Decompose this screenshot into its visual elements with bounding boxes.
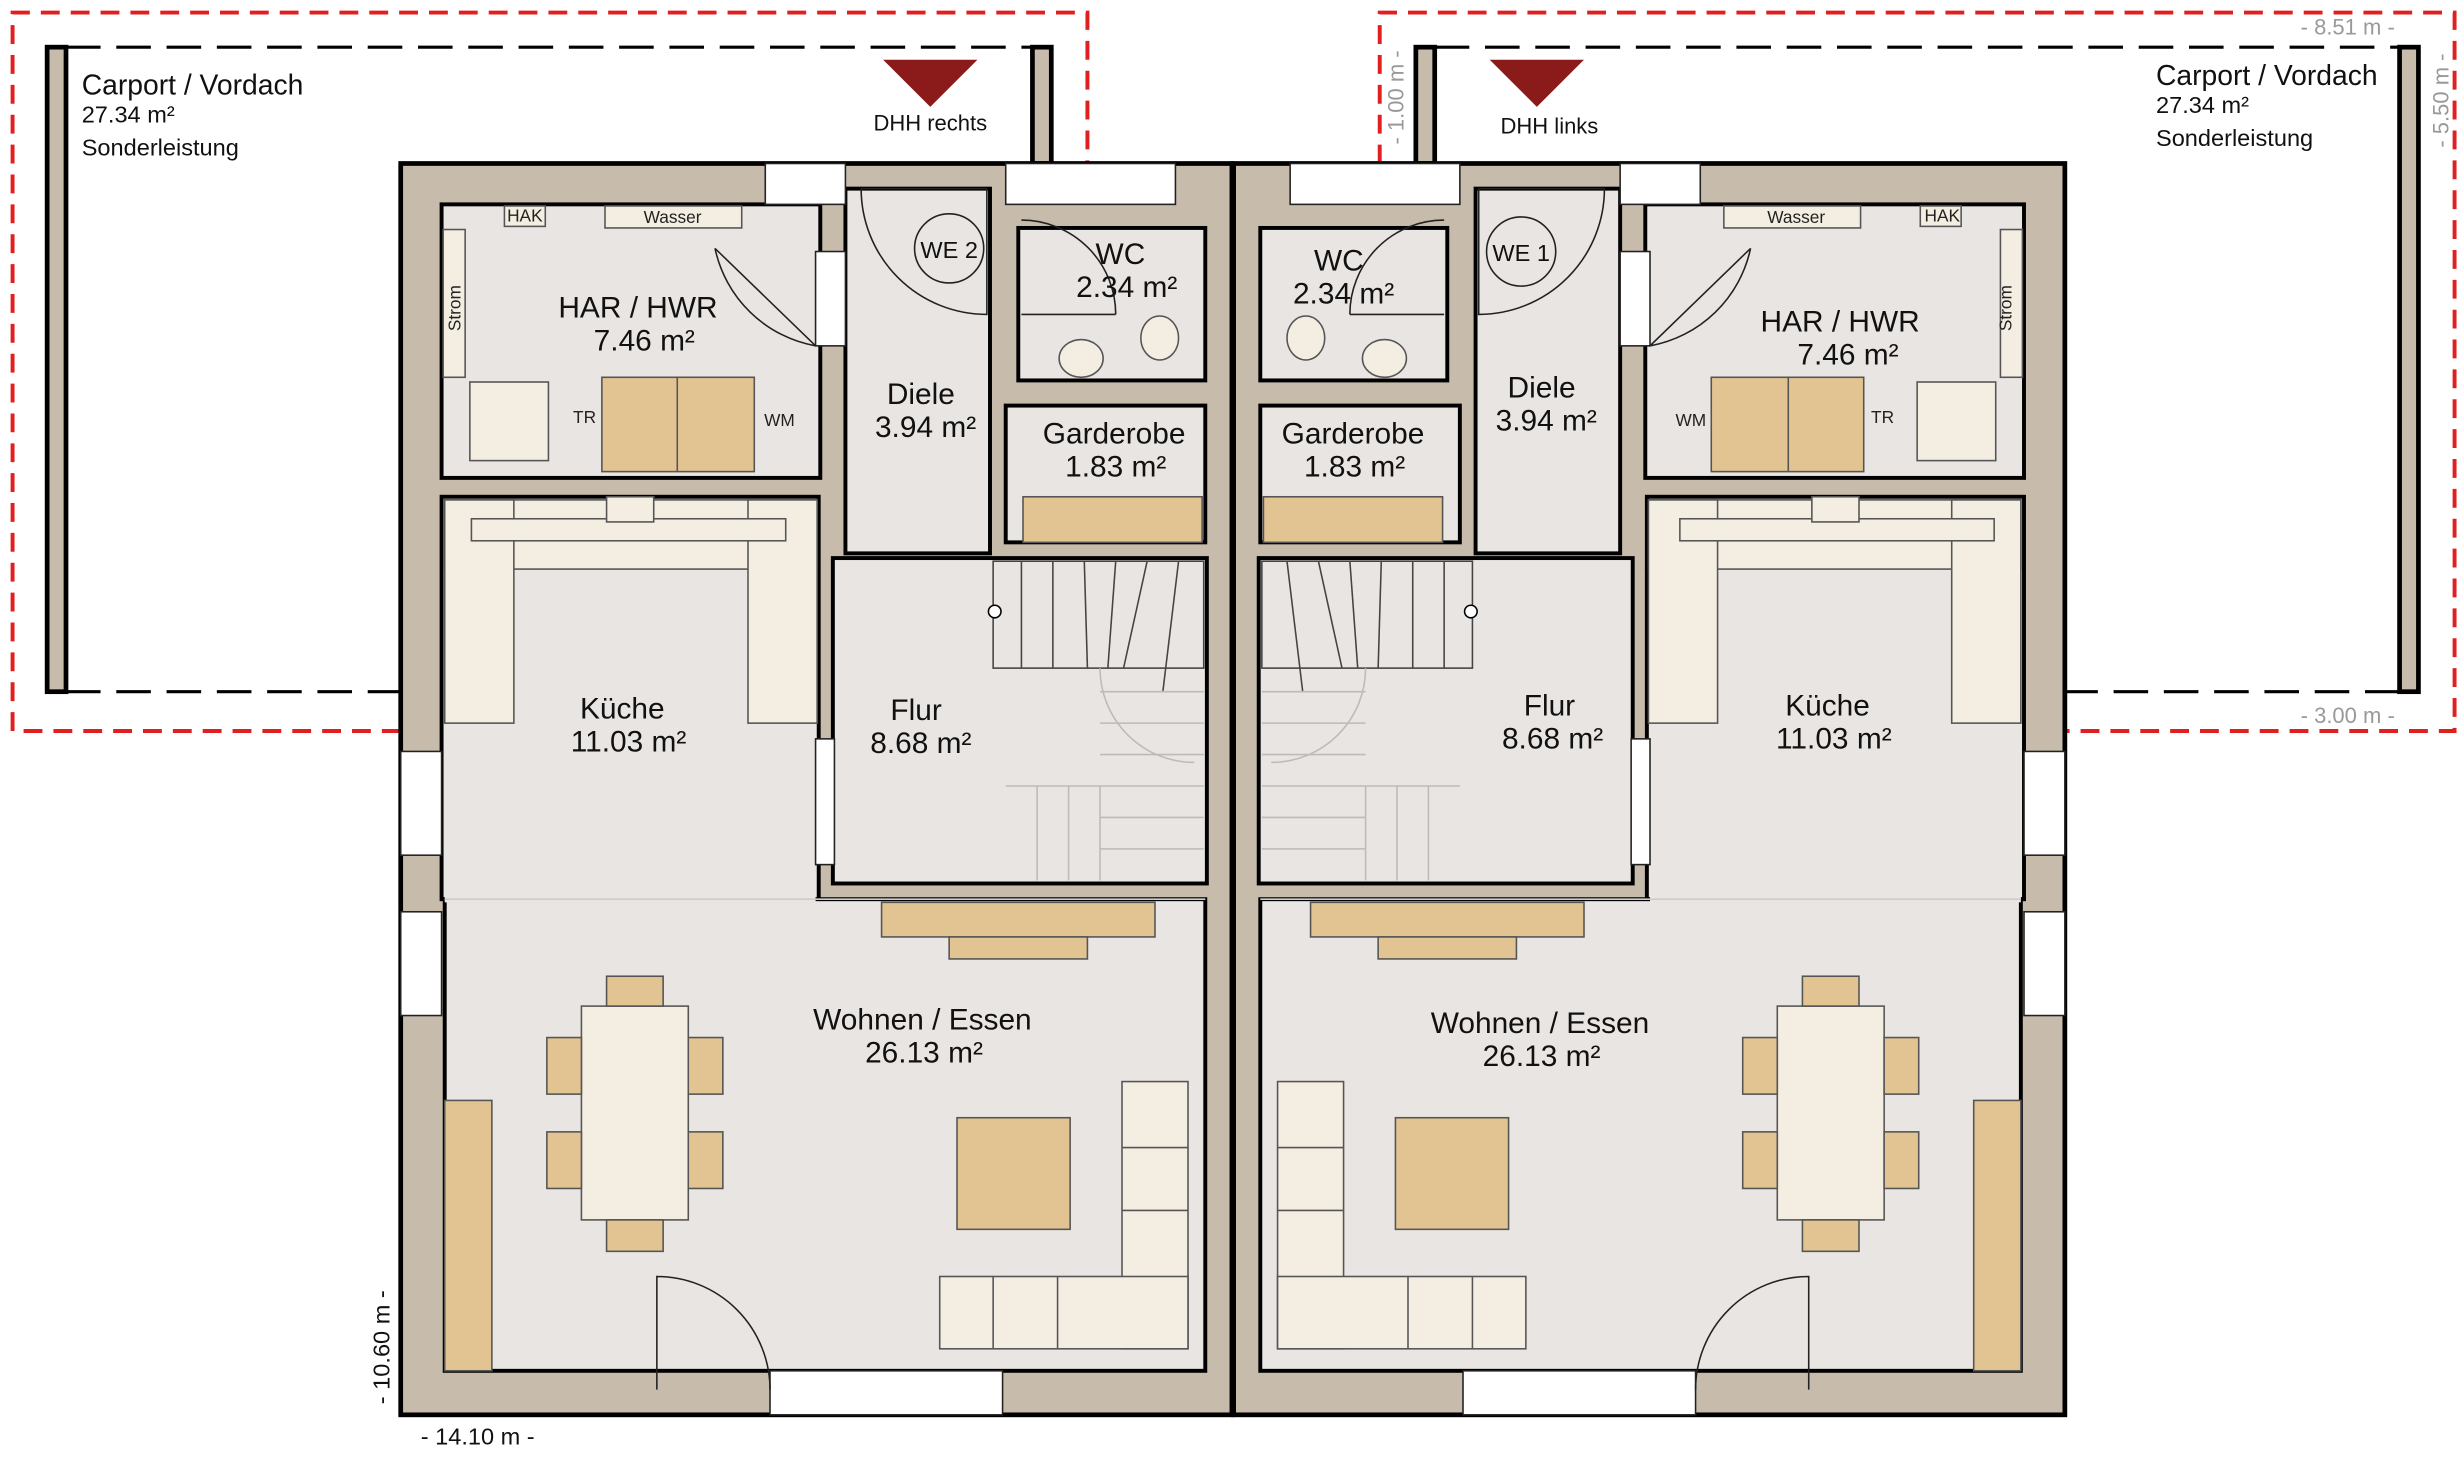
carport-left-note: Sonderleistung <box>82 135 239 161</box>
dimension-carport-width: - 8.51 m - <box>2301 15 2395 40</box>
room-name: Flur <box>1524 689 1575 722</box>
room-area: 7.46 m² <box>594 325 695 358</box>
room-area: 3.94 m² <box>875 411 976 444</box>
room-name: Garderobe <box>1043 417 1186 450</box>
dimension-carport-depth: - 5.50 m - <box>2428 54 2453 148</box>
room-area: 2.34 m² <box>1293 277 1394 310</box>
dimension-carport-overhang: - 3.00 m - <box>2301 703 2395 728</box>
wasser-label: Wasser <box>1767 207 1825 227</box>
room-name: Küche <box>580 692 665 725</box>
carport-right-area: 27.34 m² <box>2156 92 2249 118</box>
dimension-offset: - 1.00 m - <box>1383 50 1408 144</box>
room-name: Wohnen / Essen <box>1431 1007 1650 1040</box>
wm-label: WM <box>1676 410 1707 430</box>
unit-marker-icon <box>913 213 985 284</box>
room-name: Garderobe <box>1282 417 1425 450</box>
entrance-label-left: DHH links <box>1501 114 1599 139</box>
room-area: 26.13 m² <box>865 1037 983 1070</box>
hak-label: HAK <box>1925 206 1961 226</box>
tr-label: TR <box>573 407 596 427</box>
room-name: Flur <box>890 694 941 727</box>
hak-label: HAK <box>507 206 543 226</box>
carport-left-title: Carport / Vordach <box>82 68 304 100</box>
dimension-house-width: - 14.10 m - <box>421 1424 535 1450</box>
room-area: 2.34 m² <box>1076 271 1177 304</box>
room-area: 7.46 m² <box>1797 339 1898 372</box>
room-area: 1.83 m² <box>1304 450 1405 483</box>
room-name: Diele <box>887 378 955 411</box>
carport-right-title: Carport / Vordach <box>2156 59 2378 91</box>
dimension-house-depth: - 10.60 m - <box>369 1290 395 1404</box>
room-area: 1.83 m² <box>1065 450 1166 483</box>
strom-label: Strom <box>1995 285 2015 331</box>
strom-label: Strom <box>444 285 464 331</box>
room-area: 8.68 m² <box>1502 722 1603 755</box>
room-area: 8.68 m² <box>870 727 971 760</box>
room-name: Küche <box>1785 689 1870 722</box>
room-area: 11.03 m² <box>571 725 687 758</box>
room-name: HAR / HWR <box>558 292 717 325</box>
unit-marker-icon <box>1485 216 1557 287</box>
room-labels-right: HAR / HWR 7.46 m² WC 2.34 m² Diele 3.94 … <box>1282 244 1920 1072</box>
entrance-marker-icon <box>1489 59 1584 107</box>
room-name: WC <box>1314 244 1364 277</box>
room-name: WC <box>1096 238 1146 271</box>
carport-right-note: Sonderleistung <box>2156 125 2313 151</box>
unit-label-we2: WE 2 <box>920 237 978 263</box>
room-name: HAR / HWR <box>1761 306 1920 339</box>
room-area: 11.03 m² <box>1776 722 1892 755</box>
room-name: Diele <box>1508 372 1576 405</box>
wm-label: WM <box>764 410 795 430</box>
entrance-marker-icon <box>883 59 978 107</box>
room-area: 26.13 m² <box>1483 1040 1601 1073</box>
house-right-half <box>1234 163 2065 1414</box>
room-area: 3.94 m² <box>1496 405 1597 438</box>
entrance-label-right: DHH rechts <box>873 110 987 135</box>
room-name: Wohnen / Essen <box>813 1004 1032 1037</box>
tr-label: TR <box>1871 407 1894 427</box>
house-left-half <box>401 163 1232 1414</box>
carport-left-area: 27.34 m² <box>82 102 175 128</box>
unit-label-we1: WE 1 <box>1492 240 1550 266</box>
room-labels-left: HAR / HWR 7.46 m² WC 2.34 m² Diele 3.94 … <box>558 238 1185 1070</box>
wasser-label: Wasser <box>644 207 702 227</box>
